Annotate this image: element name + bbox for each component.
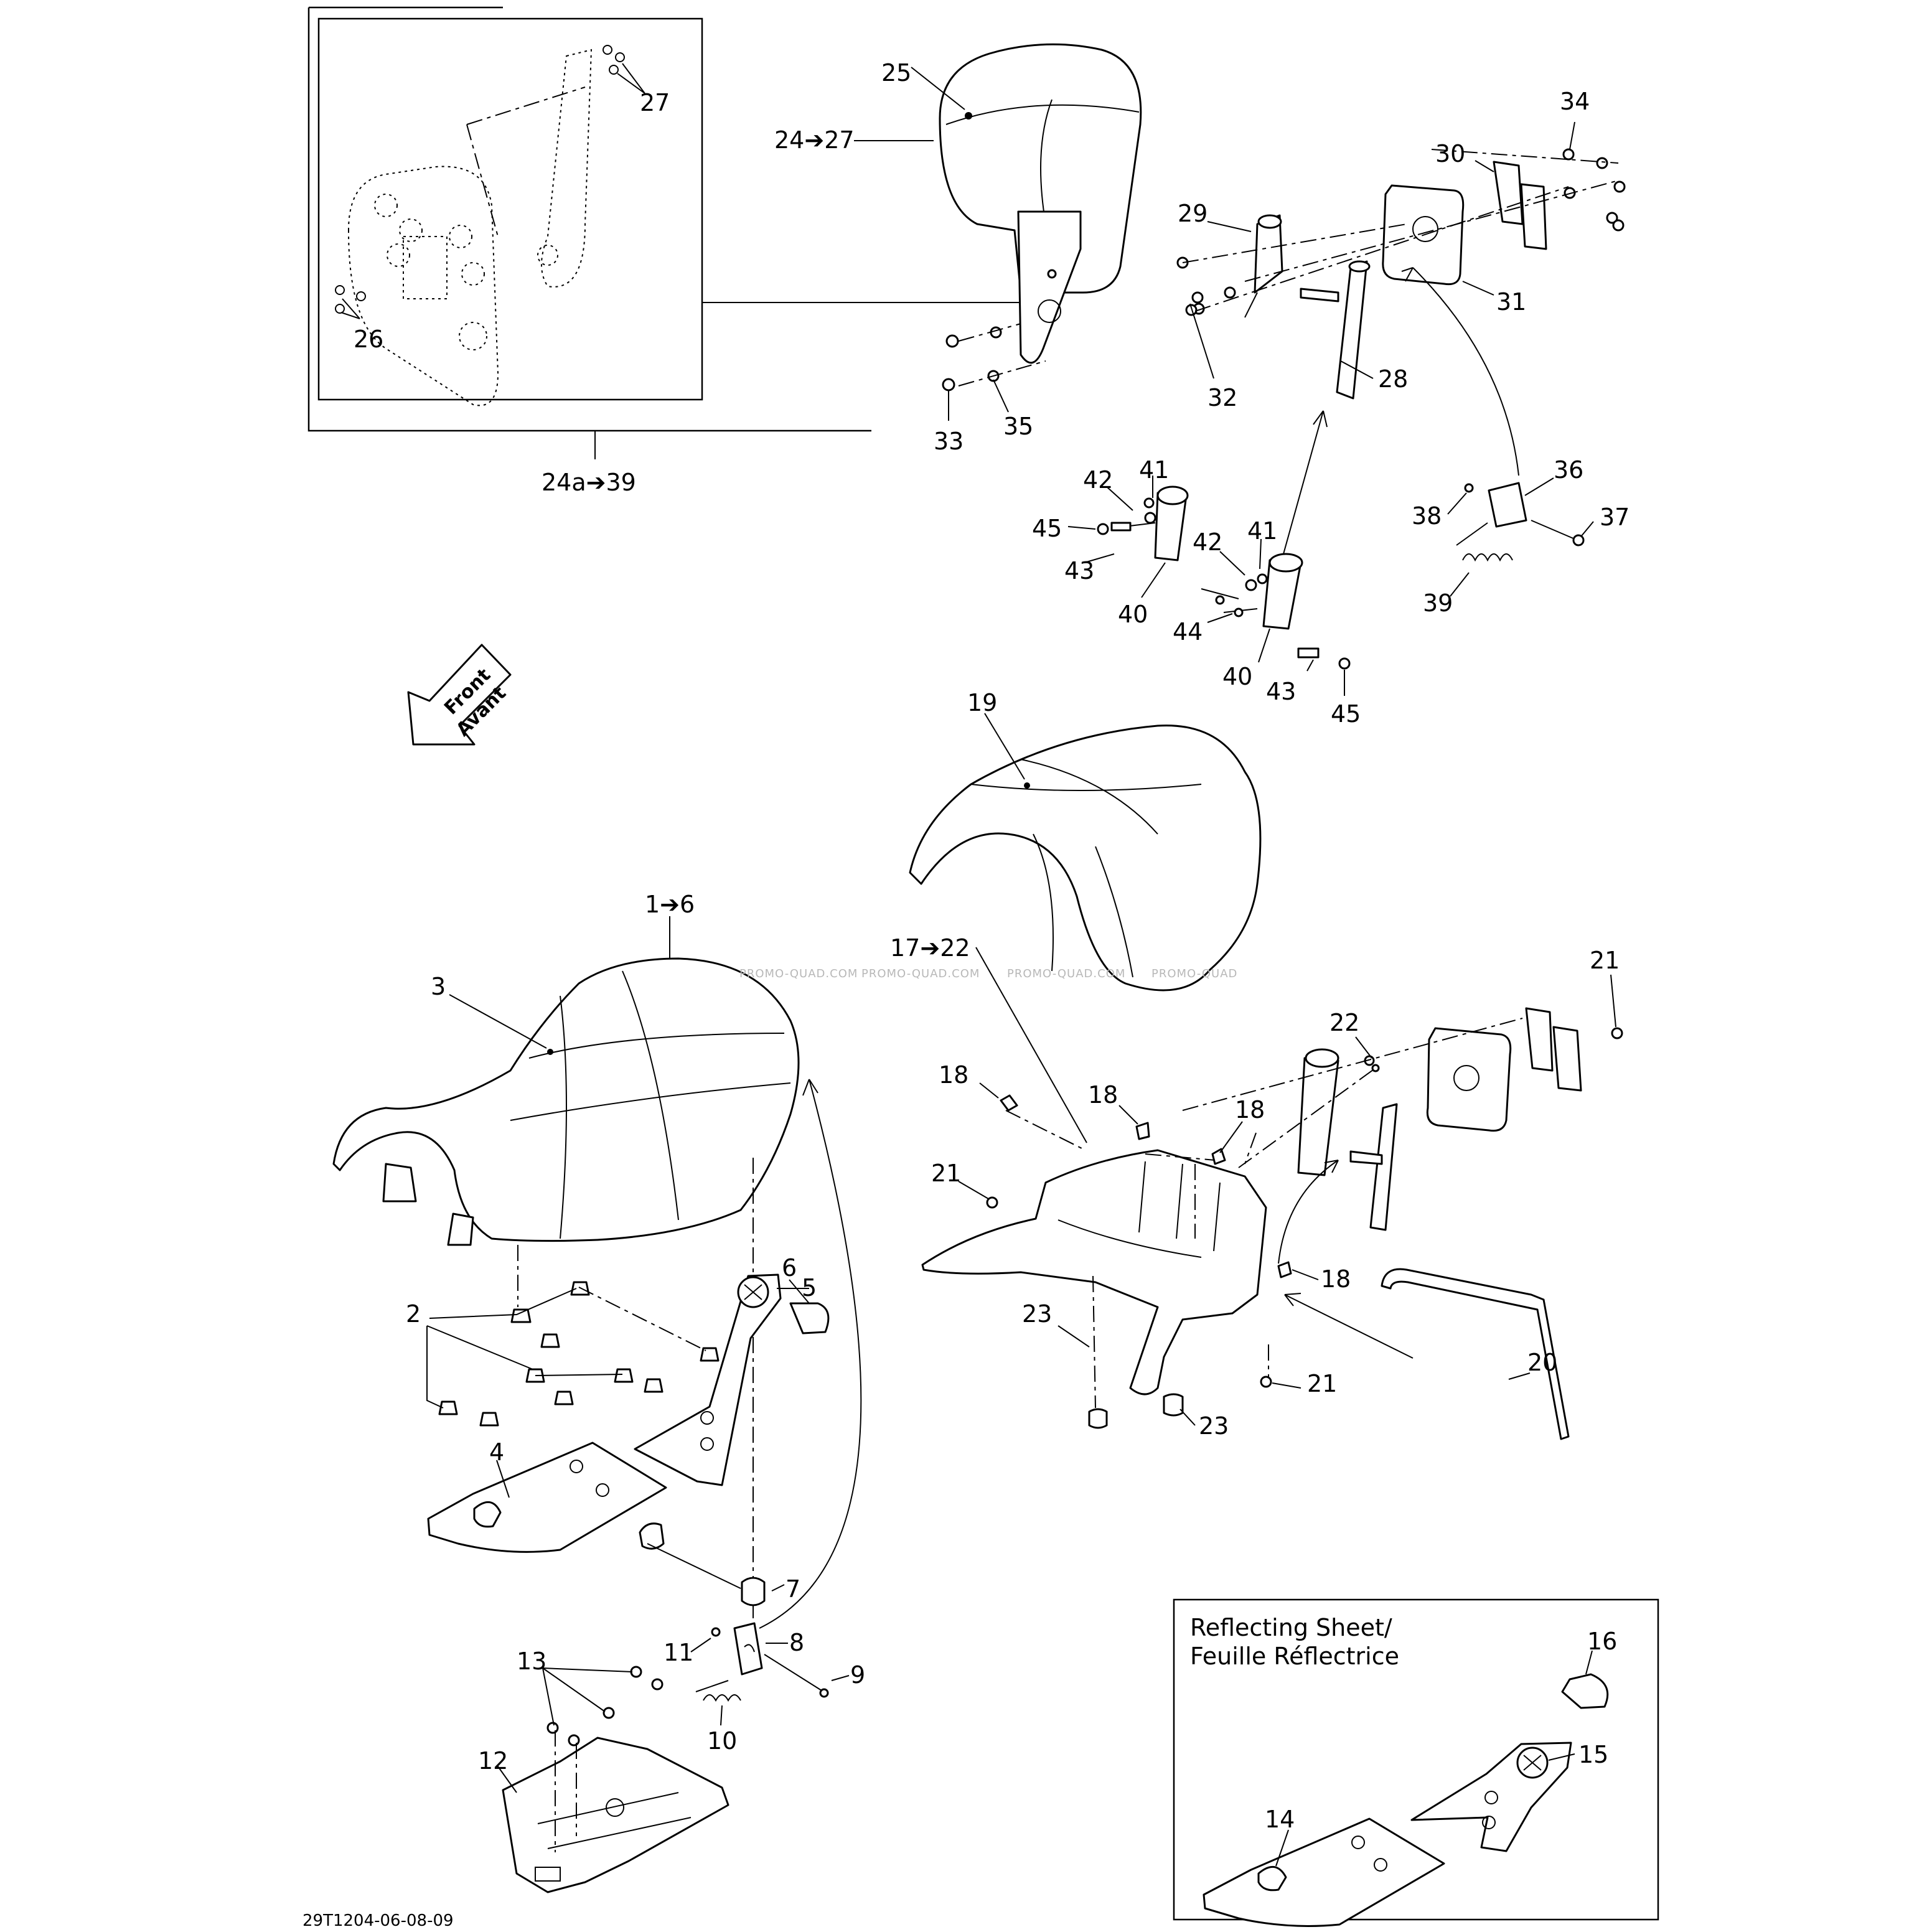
watermark-text: PROMO-QUAD.COM [739, 967, 858, 980]
backrest-hardware [942, 121, 1626, 476]
callout-30: 30 [1435, 140, 1465, 167]
callout-19: 19 [967, 689, 997, 716]
callout-6: 6 [782, 1254, 797, 1282]
driver-seat-plates [427, 1079, 862, 1629]
seat-subframe [497, 1666, 729, 1893]
callout-42: 42 [1083, 466, 1113, 494]
callout-42: 42 [1193, 528, 1222, 556]
callout-36: 36 [1554, 456, 1583, 484]
callout-25: 25 [881, 59, 911, 87]
watermark-strip: PROMO-QUAD.COM PROMO-QUAD.COM PROMO-QUAD… [739, 967, 1237, 980]
watermark-text: PROMO-QUAD [1151, 967, 1237, 980]
callout-29: 29 [1178, 200, 1208, 227]
callout-15: 15 [1578, 1741, 1608, 1768]
callout-39: 39 [1423, 589, 1453, 617]
callout-1-6: 1➔6 [645, 891, 695, 918]
callout-13: 13 [517, 1648, 546, 1675]
callout-22: 22 [1329, 1009, 1359, 1036]
driver-latch [690, 1622, 850, 1726]
callout-21: 21 [931, 1160, 961, 1187]
callout-18: 18 [1235, 1096, 1265, 1123]
driver-seat [332, 916, 800, 1618]
callout-45: 45 [1032, 515, 1062, 542]
callout-40: 40 [1222, 663, 1252, 690]
callout-4: 4 [489, 1438, 504, 1466]
callout-5: 5 [802, 1274, 817, 1301]
watermark-text: PROMO-QUAD.COM [861, 967, 980, 980]
callout-20: 20 [1527, 1349, 1557, 1376]
callout-9: 9 [850, 1661, 865, 1689]
callout-32: 32 [1208, 384, 1237, 411]
reflecting-sheet-box: Reflecting Sheet/ Feuille Réflectrice [1173, 1598, 1659, 1927]
callout-37: 37 [1600, 504, 1630, 531]
callout-43: 43 [1266, 678, 1296, 705]
latch-tubes [1067, 410, 1351, 696]
callout-2: 2 [406, 1300, 421, 1328]
callout-21: 21 [1590, 947, 1620, 974]
callout-24a-39: 24a➔39 [542, 469, 636, 496]
callout-12: 12 [478, 1747, 508, 1775]
callout-26: 26 [354, 326, 383, 353]
callout-41: 41 [1139, 456, 1169, 484]
callout-40: 40 [1118, 601, 1148, 628]
callout-7: 7 [785, 1575, 800, 1603]
reflecting-box-title-1: Reflecting Sheet/ [1190, 1614, 1392, 1641]
reflecting-box-title-2: Feuille Réflectrice [1190, 1643, 1399, 1670]
front-direction-arrow: Front Avant [407, 644, 512, 746]
drawing-code: 29T1204-06-08-09 [302, 1911, 454, 1930]
passenger-seat [909, 713, 1262, 992]
callout-16: 16 [1587, 1628, 1617, 1655]
callout-45: 45 [1331, 700, 1361, 728]
watermark-text: PROMO-QUAD.COM [1007, 967, 1125, 980]
callout-21: 21 [1307, 1370, 1337, 1397]
callout-34: 34 [1560, 88, 1590, 115]
backrest-detail-inset [307, 6, 1046, 459]
callout-14: 14 [1265, 1806, 1295, 1833]
passenger-seat-base [921, 947, 1623, 1440]
backrest-assembly [854, 43, 1142, 364]
callout-17-22: 17➔22 [890, 934, 970, 962]
callout-23: 23 [1022, 1300, 1052, 1328]
callout-31: 31 [1496, 288, 1526, 316]
callout-23: 23 [1199, 1412, 1229, 1440]
latch-hardware [1447, 477, 1594, 597]
callout-38: 38 [1412, 502, 1442, 530]
callout-44: 44 [1173, 618, 1203, 645]
callout-18: 18 [939, 1061, 968, 1089]
callout-8: 8 [789, 1629, 804, 1656]
callout-41: 41 [1247, 517, 1277, 545]
callout-33: 33 [934, 428, 964, 455]
callout-labels: 1➔6 2 3 4 5 6 7 8 9 10 11 12 13 14 15 16… [354, 59, 1630, 1833]
callout-27: 27 [640, 89, 670, 116]
callout-18: 18 [1321, 1265, 1351, 1293]
driver-seat-bumpers [426, 1245, 720, 1427]
callout-24-27: 24➔27 [774, 126, 855, 154]
callout-10: 10 [707, 1727, 737, 1755]
callout-18: 18 [1088, 1081, 1118, 1109]
callout-35: 35 [1003, 413, 1033, 440]
callout-11: 11 [664, 1639, 693, 1666]
callout-43: 43 [1064, 557, 1094, 584]
callout-28: 28 [1378, 365, 1408, 393]
callout-3: 3 [431, 973, 446, 1000]
